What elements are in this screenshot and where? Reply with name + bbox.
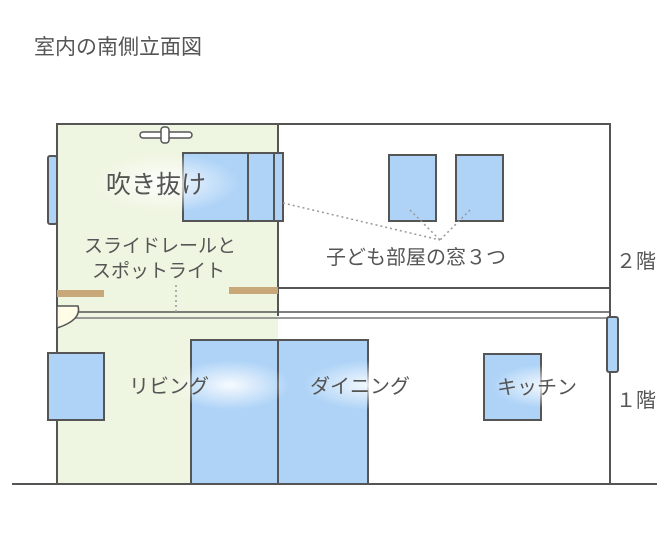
window-kids-1 <box>388 154 437 222</box>
diagram-title: 室内の南側立面図 <box>34 35 202 59</box>
label-dining: ダイニング <box>310 374 410 398</box>
window-1f-east <box>606 316 619 373</box>
label-living: リビング <box>129 374 209 398</box>
slide-rail-left <box>57 290 104 297</box>
label-kitchen: キッチン <box>497 375 577 399</box>
window-living <box>47 352 105 421</box>
label-kids-windows: 子ども部屋の窓３つ <box>326 245 506 269</box>
pointer-lines <box>175 202 471 312</box>
window-fukinuke-edge <box>273 152 284 222</box>
ceiling-fan-icon <box>139 126 193 144</box>
label-spotlight: スポットライト <box>92 260 225 282</box>
slide-rail-right <box>229 287 278 294</box>
label-floor-1: １階 <box>616 388 656 412</box>
window-kids-2 <box>455 154 504 222</box>
label-floor-2: ２階 <box>616 249 656 273</box>
label-fukinuke: 吹き抜け <box>106 170 206 199</box>
window-fukinuke-side <box>247 152 275 222</box>
label-slide-rail: スライドレールと <box>84 235 236 257</box>
window-2f-west <box>47 155 58 225</box>
light-fixture-icon <box>56 305 80 330</box>
